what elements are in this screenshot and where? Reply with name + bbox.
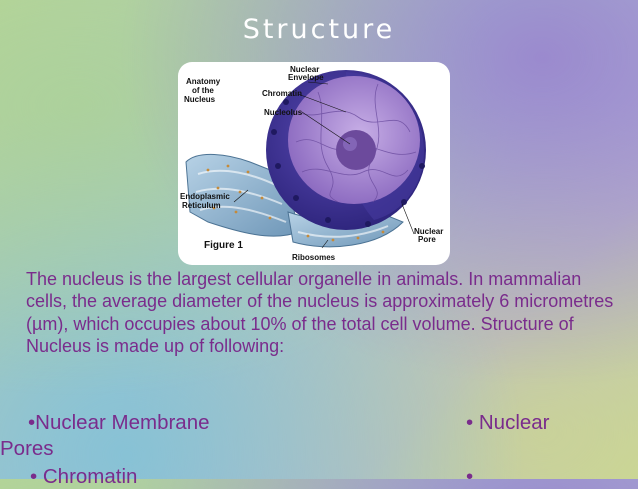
- label-er-2: Reticulum: [182, 201, 221, 210]
- label-lines: [233, 81, 415, 249]
- label-envelope-1: Nuclear: [290, 65, 319, 74]
- figure-caption: Figure 1: [204, 240, 243, 251]
- heading-line1: Anatomy: [186, 77, 221, 86]
- nucleolus-shape: [336, 130, 376, 170]
- bullet-nuclear-pores: • Nuclear: [466, 411, 550, 434]
- slide-title: Structure: [242, 14, 396, 45]
- bullet-nuclear-pores-continued: Pores: [0, 437, 54, 460]
- ribosomes-shape: [206, 164, 385, 242]
- bullet-next: •: [466, 465, 474, 488]
- label-chromatin: Chromatin: [262, 89, 302, 98]
- heading-line2: of the: [192, 86, 214, 95]
- label-er-1: Endoplasmic: [180, 192, 230, 201]
- nucleus-figure: Anatomy of the Nucleus Nuclear Envelope …: [178, 62, 450, 265]
- label-nucleolus: Nucleolus: [264, 108, 303, 117]
- nuclear-pores-shape: [271, 99, 425, 227]
- heading-line3: Nucleus: [184, 95, 216, 104]
- body-paragraph: The nucleus is the largest cellular orga…: [26, 269, 614, 357]
- label-ribosomes: Ribosomes: [292, 253, 336, 262]
- label-pore-1: Nuclear: [414, 227, 443, 236]
- bullet-chromatin: • Chromatin: [30, 465, 138, 488]
- nucleus-diagram: Anatomy of the Nucleus Nuclear Envelope …: [180, 65, 443, 262]
- bullet-nuclear-membrane: •Nuclear Membrane: [28, 411, 210, 434]
- label-pore-2: Pore: [418, 235, 436, 244]
- label-envelope-2: Envelope: [288, 73, 324, 82]
